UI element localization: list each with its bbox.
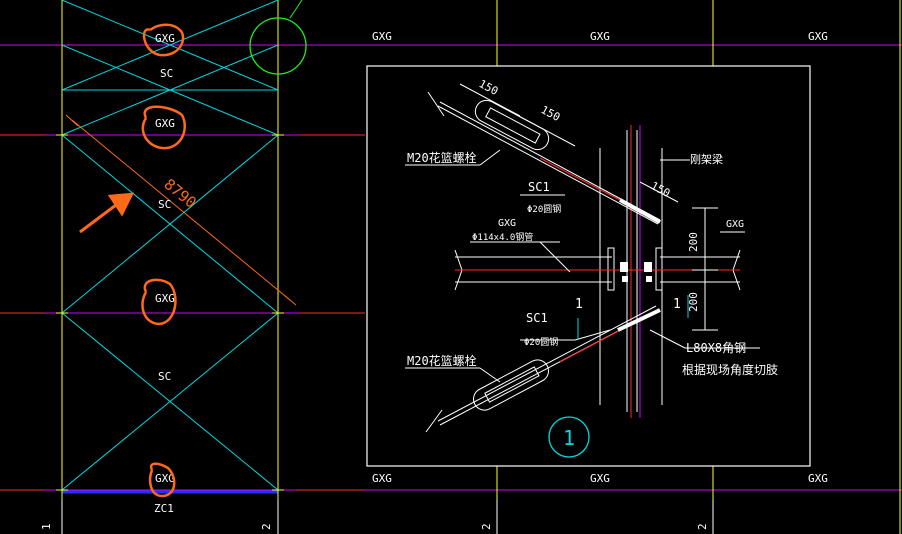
sc-label-3: SC — [158, 370, 171, 383]
dim-200-a: 200 — [687, 232, 700, 252]
sc-label-1: SC — [160, 67, 173, 80]
pipe — [454, 247, 741, 291]
lower-rod — [425, 305, 661, 433]
label-cut-note: 根据现场角度切肢 — [682, 362, 778, 377]
dims-200 — [692, 207, 718, 331]
axis-label-2: 2 — [260, 523, 273, 530]
detail-number: 1 — [563, 426, 575, 450]
gxg-label-4: GXG — [155, 472, 175, 485]
dim-200-b: 200 — [687, 292, 700, 312]
label-m20-lower: M20花篮螺栓 — [407, 353, 477, 368]
label-sc1-upper: SC1 — [528, 180, 550, 194]
circle-mark-1 — [142, 23, 185, 57]
label-phi20-upper: Φ20圆钢 — [527, 203, 561, 215]
gxg-label-bot-c: GXG — [808, 472, 828, 485]
gxg-label-bot-b: GXG — [590, 472, 610, 485]
axis-label-2b: 2 — [480, 523, 493, 530]
label-gxg-detail: GXG — [498, 218, 516, 229]
axis-label-1: 1 — [40, 523, 53, 530]
gxg-label-bot-a: GXG — [372, 472, 392, 485]
gxg-label-3: GXG — [155, 292, 175, 305]
dims-150 — [459, 83, 679, 203]
detail-bubble — [548, 416, 590, 458]
circle-mark-2 — [141, 105, 187, 150]
label-phi20-lower: Φ20圆钢 — [524, 336, 558, 348]
column-ticks — [56, 134, 284, 491]
detail-frame — [366, 65, 811, 467]
arrowhead-mark-1 — [107, 192, 135, 217]
label-pipe: Φ114x4.0钢管 — [472, 231, 533, 243]
axis-bubbles — [61, 500, 714, 534]
label-sc1-lower: SC1 — [526, 311, 548, 325]
axis-label-2c: 2 — [696, 523, 709, 530]
sc-label-2: SC — [158, 198, 171, 211]
circle-mark-4 — [148, 462, 176, 498]
label-frame-beam: 刚架梁 — [690, 152, 723, 166]
zc1-label: ZC1 — [154, 502, 174, 515]
label-gxg-right: GXG — [726, 219, 744, 230]
grid-bubble — [249, 17, 307, 75]
detail-drawing: 150 150 150 200 200 M20花篮螺栓 SC1 Φ20圆钢 — [405, 77, 778, 458]
leaders — [405, 149, 760, 383]
section-mark-1a: 1 — [575, 297, 583, 312]
gxg-label-top-b: GXG — [590, 30, 610, 43]
bolts — [620, 262, 652, 282]
label-angle: L80X8角钢 — [686, 341, 746, 355]
dim-8790-group: 8790 — [65, 114, 297, 306]
gxg-label-top-c: GXG — [808, 30, 828, 43]
label-m20-upper: M20花篮螺栓 — [407, 150, 477, 165]
gxg-label-2: GXG — [155, 117, 175, 130]
elevation-labels: GXG SC GXG SC GXG SC GXG ZC1 GXG GXG GXG… — [154, 30, 828, 515]
x-bracing — [61, 0, 279, 491]
gxg-label-1: GXG — [155, 32, 175, 45]
section-mark-1b: 1 — [673, 297, 681, 312]
circle-mark-3 — [141, 278, 177, 326]
gxg-label-top-a: GXG — [372, 30, 392, 43]
